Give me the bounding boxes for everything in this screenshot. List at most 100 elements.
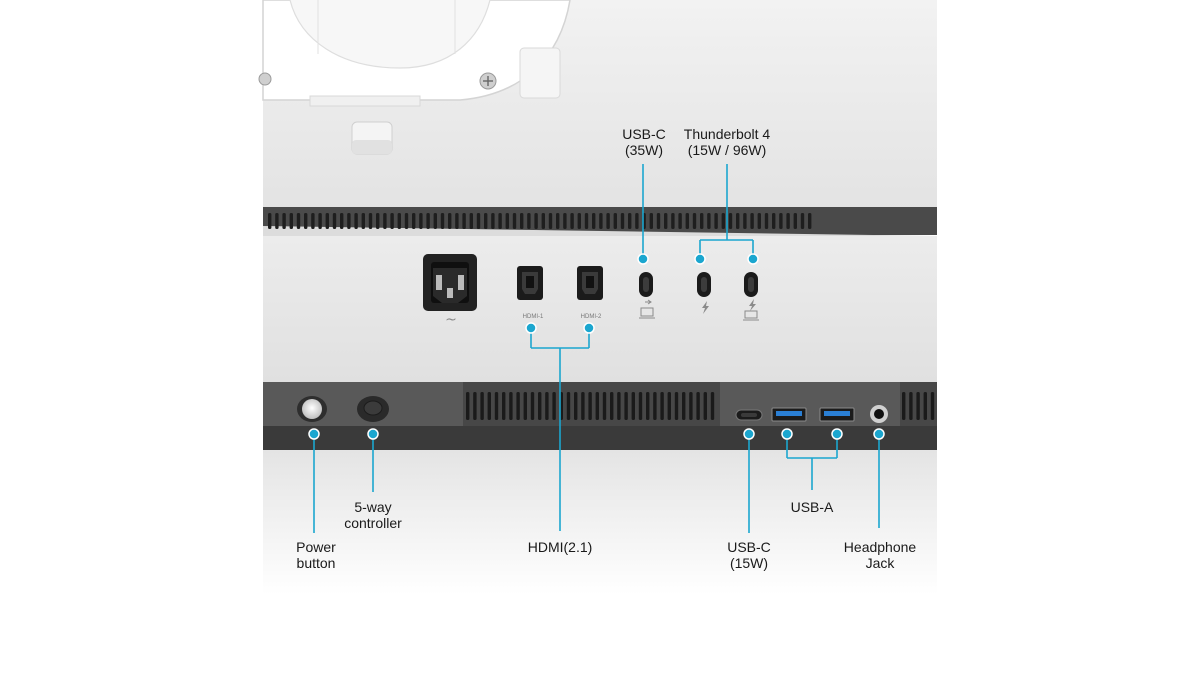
vent-slot [750, 213, 754, 229]
vent-slot [577, 213, 581, 229]
label-usb-c-35w: USB-C (35W) [614, 126, 674, 158]
vent-slot [498, 213, 502, 229]
vent-slot [552, 392, 556, 420]
vent-slot [368, 213, 373, 229]
power-button [297, 396, 327, 422]
vent-slot [545, 392, 549, 420]
label-5-way-controller: 5-way controller [330, 499, 416, 531]
stand-mount [258, 0, 571, 155]
vent-slot [678, 213, 682, 229]
vent-slot [574, 392, 578, 420]
vent-slot [376, 213, 380, 229]
usb-c-port-15w [735, 409, 763, 421]
vent-slot [512, 213, 517, 229]
thunderbolt-port-2 [743, 272, 759, 321]
vent-slot [595, 392, 599, 420]
vent-slot [692, 213, 697, 229]
vent-slot [516, 392, 520, 420]
label-headphone-line2: Jack [865, 555, 895, 571]
vent-slot [469, 213, 473, 229]
vent-slot [671, 213, 675, 229]
vent-slot [602, 392, 607, 420]
vent-slot [448, 213, 452, 229]
vent-slot [714, 213, 718, 229]
vent-slot [440, 213, 445, 229]
label-5-way-line1: 5-way [354, 499, 392, 515]
vent-slot [728, 213, 733, 229]
vent-slot [653, 392, 657, 420]
vent-slot [509, 392, 513, 420]
callout-dots [308, 253, 885, 440]
vent-slot [646, 392, 650, 420]
headphone-jack [870, 405, 888, 423]
vent-slot [779, 213, 783, 229]
hdmi2-marking: HDMI-2 [581, 314, 602, 320]
vent-slot [743, 213, 747, 229]
vent-slot [419, 213, 423, 229]
vent-slot [433, 213, 437, 229]
label-thunderbolt-4: Thunderbolt 4 (15W / 96W) [671, 126, 783, 158]
vent-slot [620, 213, 625, 229]
vent-slot [505, 213, 509, 229]
ac-symbol: ~ [445, 312, 457, 328]
vent-slot [923, 392, 927, 420]
vent-slot [689, 392, 693, 420]
thunderbolt-icon [702, 301, 709, 314]
label-thunderbolt-4-line1: Thunderbolt 4 [683, 126, 771, 142]
vent-slot [902, 392, 906, 420]
vent-slot [800, 213, 805, 229]
monitor-body [258, 0, 937, 595]
vent-slot [570, 213, 574, 229]
vent-slot [916, 392, 920, 420]
label-usb-a-line1: USB-A [790, 499, 834, 515]
vent-slot [404, 213, 409, 229]
callout-lines [313, 164, 880, 533]
thunderbolt-port-1 [697, 272, 711, 314]
hdmi-port-2: HDMI-2 [577, 266, 603, 320]
vent-slot [476, 213, 481, 229]
label-usb-a: USB-A [780, 499, 844, 515]
label-usb-c-35w-line1: USB-C [622, 126, 666, 142]
vent-slot [462, 213, 466, 229]
vent-slot [736, 213, 740, 229]
vent-slot [610, 392, 614, 420]
label-5-way-line2: controller [344, 515, 402, 531]
vent-slot [548, 213, 553, 229]
vent-slot [361, 213, 365, 229]
vent-slot [660, 392, 664, 420]
label-power-button: Power button [280, 539, 352, 571]
thunderbolt-laptop-icon [743, 299, 759, 321]
vent-slot [426, 213, 430, 229]
label-headphone-line1: Headphone [843, 539, 917, 555]
vent-slot [599, 213, 603, 229]
vent-slot [484, 213, 488, 229]
vent-slot [556, 213, 560, 229]
label-hdmi-line1: HDMI(2.1) [527, 539, 593, 555]
vent-slot [523, 392, 527, 420]
vent-slot [700, 213, 704, 229]
vent-slot [473, 392, 477, 420]
vent-slot [325, 213, 329, 229]
vent-slot [296, 213, 301, 229]
vent-slot [764, 213, 769, 229]
vent-slot [631, 392, 635, 420]
vent-slot [487, 392, 491, 420]
vent-slot [455, 213, 459, 229]
vent-slot [909, 392, 913, 420]
label-usb-c-35w-line2: (35W) [624, 142, 664, 158]
vent-slot [664, 213, 668, 229]
vent-slot [412, 213, 416, 229]
vent-slot [581, 392, 585, 420]
vent-slot [682, 392, 686, 420]
vent-slot [491, 213, 495, 229]
vent-slot [530, 392, 535, 420]
vent-slot [584, 213, 589, 229]
label-thunderbolt-4-line2: (15W / 96W) [687, 142, 767, 158]
vent-slot [635, 213, 639, 229]
vent-slot [502, 392, 506, 420]
usb-c-port-35w [639, 272, 655, 319]
vent-slot [347, 213, 351, 229]
vent-slot [930, 392, 935, 420]
vent-slot [304, 213, 308, 229]
